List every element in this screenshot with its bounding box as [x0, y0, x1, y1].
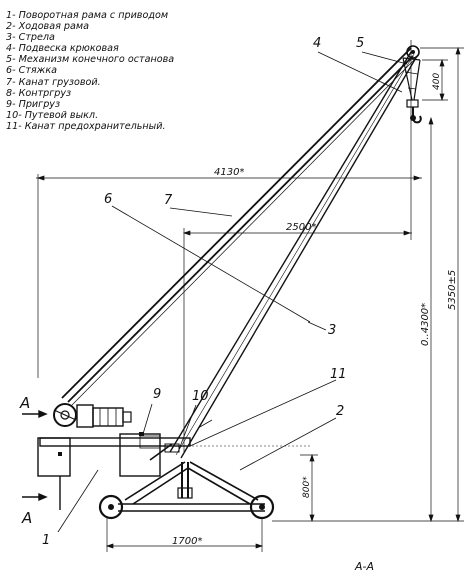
dimension-lines: [36, 40, 464, 552]
leader-lines: [57, 51, 408, 533]
callout-10: 10: [192, 389, 209, 404]
rotating-frame: [37, 403, 191, 510]
section-caption: А-А: [354, 560, 374, 571]
running-frame: [98, 461, 275, 520]
boom-head: [402, 45, 422, 124]
callout-3: 3: [328, 323, 336, 338]
dimension-4130: 4130*: [214, 167, 244, 178]
callout-11: 11: [330, 367, 347, 382]
legend-item: 9- Пригруз: [6, 98, 61, 110]
dimension-400: 400: [432, 73, 442, 90]
dimension-2500: 2500*: [286, 222, 316, 233]
callout-4: 4: [313, 36, 321, 51]
dimension-5350: 5350±5: [447, 270, 458, 310]
legend-item: 10- Путевой выкл.: [6, 109, 99, 121]
callout-9: 9: [153, 387, 161, 402]
callout-6: 6: [104, 192, 112, 207]
dimension-0-4300: 0..4300*: [420, 303, 431, 346]
callout-2: 2: [336, 404, 344, 419]
callout-1: 1: [42, 533, 50, 548]
legend-item: 7- Канат грузовой.: [6, 76, 101, 88]
legend-item: 2- Ходовая рама: [6, 21, 89, 33]
legend-item: 8- Контргруз: [6, 87, 72, 99]
ropes: [61, 47, 415, 447]
section-arrows: [22, 409, 48, 502]
dimension-800: 800*: [302, 476, 312, 498]
section-label-bottom: A: [21, 509, 32, 527]
legend-item: 3- Стрела: [6, 32, 55, 44]
boom: [169, 51, 418, 459]
legend-item: 4- Подвеска крюковая: [6, 43, 119, 55]
legend-item: 11- Канат предохранительный.: [6, 120, 166, 132]
legend-item: 5- Механизм конечного останова: [6, 54, 175, 66]
section-label-top: A: [19, 394, 30, 412]
dimension-1700: 1700*: [172, 536, 202, 547]
parts-legend: 1- Поворотная рама с приводом 2- Ходовая…: [6, 10, 174, 132]
callout-7: 7: [164, 193, 173, 208]
callout-5: 5: [356, 36, 364, 51]
legend-item: 6- Стяжка: [6, 65, 57, 77]
legend-item: 1- Поворотная рама с приводом: [6, 10, 169, 21]
